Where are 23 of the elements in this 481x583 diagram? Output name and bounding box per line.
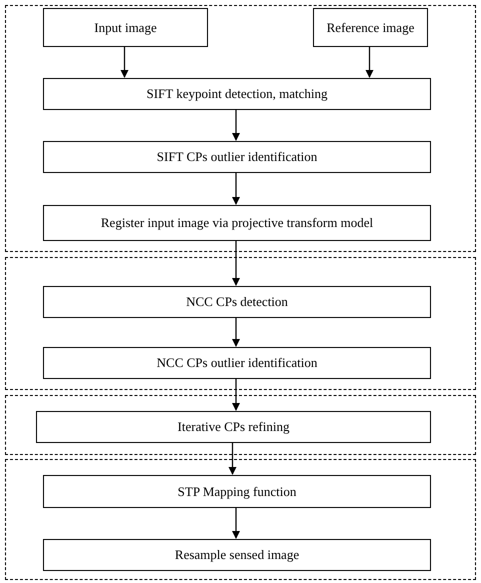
- arrow: [120, 46, 128, 78]
- arrow: [232, 317, 240, 347]
- dashed-group-box: [5, 257, 476, 390]
- arrow: [232, 507, 240, 539]
- process-box: SIFT keypoint detection, matching: [43, 78, 431, 110]
- arrow: [232, 240, 240, 286]
- process-box: NCC CPs outlier identification: [43, 347, 431, 379]
- process-box: Input image: [43, 8, 208, 47]
- dashed-group-box: [5, 395, 476, 455]
- arrow: [366, 46, 374, 78]
- process-box: NCC CPs detection: [43, 286, 431, 318]
- process-box: Resample sensed image: [43, 539, 431, 571]
- process-box: SIFT CPs outlier identification: [43, 141, 431, 173]
- arrow: [232, 378, 240, 411]
- process-box: STP Mapping function: [43, 475, 431, 508]
- process-box: Register input image via projective transform model: [43, 205, 431, 241]
- process-box: Iterative CPs refining: [36, 411, 431, 443]
- dashed-group-box: [5, 459, 476, 580]
- process-box: Reference image: [313, 8, 428, 47]
- arrow: [232, 109, 240, 141]
- arrow: [228, 442, 236, 475]
- dashed-group-box: [5, 5, 476, 252]
- arrow: [232, 172, 240, 205]
